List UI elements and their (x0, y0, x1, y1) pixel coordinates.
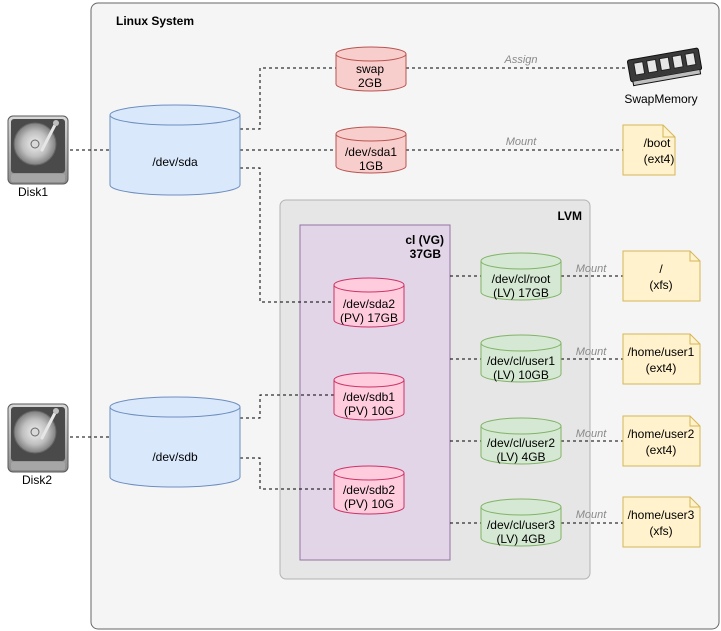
disk2-node[interactable]: Disk2 (7, 403, 69, 487)
edge-label-mount-user1: Mount (576, 346, 608, 358)
edge-label-mount-boot: Mount (506, 136, 538, 148)
mount-home-user3-path: /home/user3 (628, 508, 695, 522)
partition-sda1[interactable]: /dev/sda1 1GB (335, 126, 407, 174)
mount-root[interactable]: / (xfs) (622, 250, 701, 302)
vg-size: 37GB (410, 247, 442, 261)
mount-home-user2-fs: (ext4) (646, 443, 677, 457)
note-icon (622, 333, 701, 385)
edge-label-mount-user2: Mount (576, 428, 608, 440)
lv-user1-size: (LV) 10GB (493, 368, 549, 382)
lv-user2-name: /dev/cl/user2 (487, 436, 555, 450)
device-sdb[interactable]: /dev/sdb (109, 396, 241, 488)
mount-boot[interactable]: /boot (ext4) (622, 124, 676, 176)
connectors (70, 67, 625, 524)
lv-root[interactable]: /dev/cl/root (LV) 17GB (480, 252, 562, 301)
mount-boot-path: /boot (644, 136, 671, 150)
lv-user2-size: (LV) 4GB (496, 450, 545, 464)
lvm-title: LVM (558, 209, 582, 223)
lv-user3-size: (LV) 4GB (496, 532, 545, 546)
partition-sda1-size: 1GB (359, 159, 383, 173)
lv-root-size: (LV) 17GB (493, 286, 549, 300)
pv-sdb2-size: (PV) 10G (344, 497, 394, 511)
lv-user2[interactable]: /dev/cl/user2 (LV) 4GB (480, 417, 562, 465)
mount-home-user2-path: /home/user2 (628, 427, 695, 441)
pv-sdb1-size: (PV) 10G (344, 404, 394, 418)
lv-user1-name: /dev/cl/user1 (487, 354, 555, 368)
swap-memory-node[interactable]: SwapMemory (624, 47, 703, 106)
mount-home-user3-fs: (xfs) (649, 524, 672, 538)
device-sda-label: /dev/sda (152, 155, 198, 169)
mount-home-user1-path: /home/user1 (628, 345, 695, 359)
mount-home-user3[interactable]: /home/user3 (xfs) (622, 496, 701, 548)
partition-swap-size: 2GB (358, 76, 382, 90)
vg-name: cl (VG) (405, 233, 444, 247)
mount-home-user1[interactable]: /home/user1 (ext4) (622, 333, 701, 385)
note-icon (622, 415, 701, 467)
edge-label-mount-root: Mount (576, 263, 608, 275)
pv-sdb2[interactable]: /dev/sdb2 (PV) 10G (333, 465, 405, 515)
lv-user3-name: /dev/cl/user3 (487, 518, 555, 532)
pv-sdb1[interactable]: /dev/sdb1 (PV) 10G (333, 372, 405, 421)
device-sdb-label: /dev/sdb (152, 450, 198, 464)
device-sda[interactable]: /dev/sda (109, 104, 241, 196)
disk2-label: Disk2 (22, 473, 52, 487)
disk1-label: Disk1 (18, 185, 48, 199)
mount-root-fs: (xfs) (649, 278, 672, 292)
swap-memory-label: SwapMemory (624, 92, 697, 106)
mount-home-user1-fs: (ext4) (646, 361, 677, 375)
edge-label-assign: Assign (503, 54, 537, 66)
pv-sda2-size: (PV) 17GB (340, 311, 398, 325)
mount-boot-fs: (ext4) (644, 152, 675, 166)
note-icon (622, 250, 701, 302)
partition-swap[interactable]: swap 2GB (335, 46, 407, 92)
mount-root-path: / (659, 262, 663, 276)
lv-root-name: /dev/cl/root (492, 272, 551, 286)
pv-sdb1-name: /dev/sdb1 (343, 390, 395, 404)
partition-swap-name: swap (356, 62, 384, 76)
pv-sdb2-name: /dev/sdb2 (343, 483, 395, 497)
partition-sda1-name: /dev/sda1 (345, 145, 397, 159)
hard-disk-icon (7, 115, 69, 185)
hard-disk-icon (7, 403, 69, 473)
note-icon (622, 496, 701, 548)
disk1-node[interactable]: Disk1 (7, 115, 69, 199)
lv-user3[interactable]: /dev/cl/user3 (LV) 4GB (480, 498, 562, 547)
linux-system-title: Linux System (116, 14, 194, 28)
pv-sda2[interactable]: /dev/sda2 (PV) 17GB (333, 277, 405, 328)
ram-module-icon (626, 47, 703, 87)
pv-sda2-name: /dev/sda2 (343, 297, 395, 311)
edge-label-mount-user3: Mount (576, 509, 608, 521)
note-icon (622, 124, 676, 176)
mount-home-user2[interactable]: /home/user2 (ext4) (622, 415, 701, 467)
lv-user1[interactable]: /dev/cl/user1 (LV) 10GB (480, 334, 562, 383)
edge-labels: Assign Mount Mount Mount Mount Mount (503, 54, 607, 521)
